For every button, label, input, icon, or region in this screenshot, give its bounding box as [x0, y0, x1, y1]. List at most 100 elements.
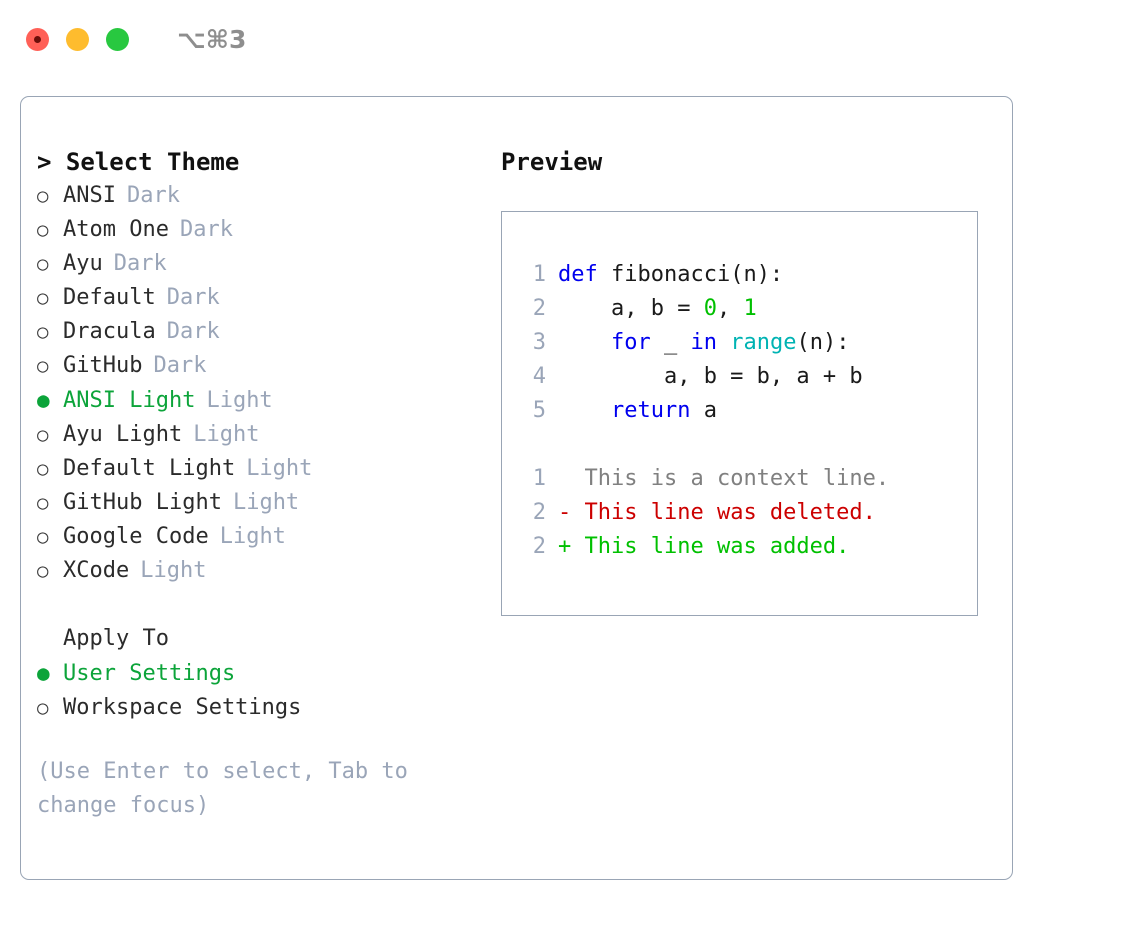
theme-option-tag: Dark	[113, 251, 167, 276]
code-token: in	[690, 330, 717, 355]
line-number: 5	[532, 398, 546, 423]
code-line: 3 for _ in range(n):	[516, 326, 977, 360]
maximize-button[interactable]	[106, 27, 129, 51]
line-number: 2	[532, 296, 546, 321]
code-token: for	[610, 330, 651, 355]
theme-option-label: Google Code	[63, 524, 209, 549]
code-token: _	[650, 330, 691, 355]
theme-option-github[interactable]: ○ GitHub Dark	[37, 349, 497, 383]
minimize-button[interactable]	[66, 27, 89, 51]
code-line: 2 a, b = 0, 1	[516, 292, 977, 326]
radio-unselected-icon: ○	[37, 526, 49, 548]
theme-option-tag: Light	[232, 490, 300, 515]
line-number: 1	[532, 262, 546, 287]
radio-unselected-icon: ○	[37, 560, 49, 582]
theme-option-label: ANSI	[63, 183, 116, 208]
code-line-content: return a	[558, 394, 717, 428]
theme-option-label: Atom One	[63, 217, 169, 242]
theme-option-label: Ayu	[63, 251, 103, 276]
theme-option-ansi[interactable]: ○ ANSI Dark	[37, 179, 497, 213]
theme-option-label: GitHub Light	[63, 490, 222, 515]
apply-to-heading: Apply To	[63, 626, 169, 651]
theme-option-atom-one[interactable]: ○ Atom One Dark	[37, 213, 497, 247]
radio-unselected-icon: ○	[37, 253, 49, 275]
radio-unselected-icon: ○	[37, 287, 49, 309]
code-token: a, b = b, a + b	[558, 364, 863, 389]
code-token: def	[558, 262, 598, 287]
diff-line: 1 This is a context line.	[516, 462, 977, 496]
code-token	[558, 330, 611, 355]
theme-option-google-code[interactable]: ○ Google Code Light	[37, 520, 497, 554]
theme-option-default-light[interactable]: ○ Default Light Light	[37, 452, 497, 486]
theme-option-tag: Light	[219, 524, 286, 549]
code-line: 5 return a	[516, 394, 977, 428]
diff-line-content: This is a context line.	[584, 466, 890, 491]
theme-option-tag: Dark	[179, 217, 233, 242]
theme-option-label: GitHub	[63, 353, 143, 378]
theme-option-tag: Dark	[126, 183, 180, 208]
code-token: range	[730, 330, 797, 355]
code-token: return	[610, 398, 691, 423]
diff-line: 2- This line was deleted.	[516, 496, 977, 530]
diff-marker: -	[558, 500, 585, 525]
theme-option-tag: Light	[246, 456, 313, 481]
code-token: 0	[703, 296, 717, 321]
radio-unselected-icon: ○	[37, 697, 49, 719]
code-token: ,	[716, 296, 744, 321]
line-number: 2	[532, 500, 546, 525]
code-line: 4 a, b = b, a + b	[516, 360, 977, 394]
theme-option-label: Default Light	[63, 456, 236, 481]
code-token: a, b =	[558, 296, 704, 321]
radio-unselected-icon: ○	[37, 355, 49, 377]
theme-option-label: Ayu Light	[63, 422, 183, 447]
code-line-content: a, b = 0, 1	[558, 292, 757, 326]
apply-to-list: ●User Settings ○ Workspace Settings	[37, 656, 497, 725]
code-diff-separator	[516, 428, 977, 462]
theme-option-label: Dracula	[63, 319, 156, 344]
code-token: (n):	[796, 330, 850, 355]
theme-option-label: Default	[63, 285, 156, 310]
theme-option-tag: Light	[193, 422, 260, 447]
apply-to-option-label: User Settings	[63, 661, 236, 686]
theme-option-label: ANSI Light	[63, 388, 196, 413]
code-line-content: a, b = b, a + b	[558, 360, 863, 394]
theme-option-default[interactable]: ○ Default Dark	[37, 281, 497, 315]
traffic-light-controls	[26, 27, 129, 51]
theme-option-tag: Dark	[166, 285, 220, 310]
radio-unselected-icon: ○	[37, 424, 49, 446]
window-shortcut-label: ⌥⌘3	[177, 24, 247, 54]
line-number: 2	[532, 534, 546, 559]
radio-selected-icon: ●	[37, 388, 50, 412]
apply-to-option-label: Workspace Settings	[63, 695, 302, 720]
close-button[interactable]	[26, 27, 49, 51]
diff-line-content: This line was added.	[584, 534, 850, 559]
radio-unselected-icon: ○	[37, 219, 49, 241]
line-number: 4	[532, 364, 546, 389]
code-token: 1	[743, 296, 757, 321]
apply-to-option-user-settings[interactable]: ●User Settings	[37, 656, 497, 691]
radio-unselected-icon: ○	[37, 458, 49, 480]
theme-option-tag: Dark	[153, 353, 207, 378]
theme-option-ayu[interactable]: ○ Ayu Dark	[37, 247, 497, 281]
apply-to-option-workspace-settings[interactable]: ○ Workspace Settings	[37, 691, 497, 725]
title-bar: ⌥⌘3	[0, 0, 1140, 78]
radio-unselected-icon: ○	[37, 185, 49, 207]
diff-sample: 1 This is a context line.2- This line wa…	[516, 462, 977, 564]
theme-option-tag: Light	[140, 558, 207, 583]
line-number: 1	[532, 466, 546, 491]
theme-option-tag: Dark	[166, 319, 220, 344]
keyboard-hint-text: (Use Enter to select, Tab to change focu…	[37, 759, 422, 818]
theme-option-ayu-light[interactable]: ○ Ayu Light Light	[37, 418, 497, 452]
code-token	[717, 330, 730, 355]
diff-line-content: This line was deleted.	[584, 500, 876, 525]
